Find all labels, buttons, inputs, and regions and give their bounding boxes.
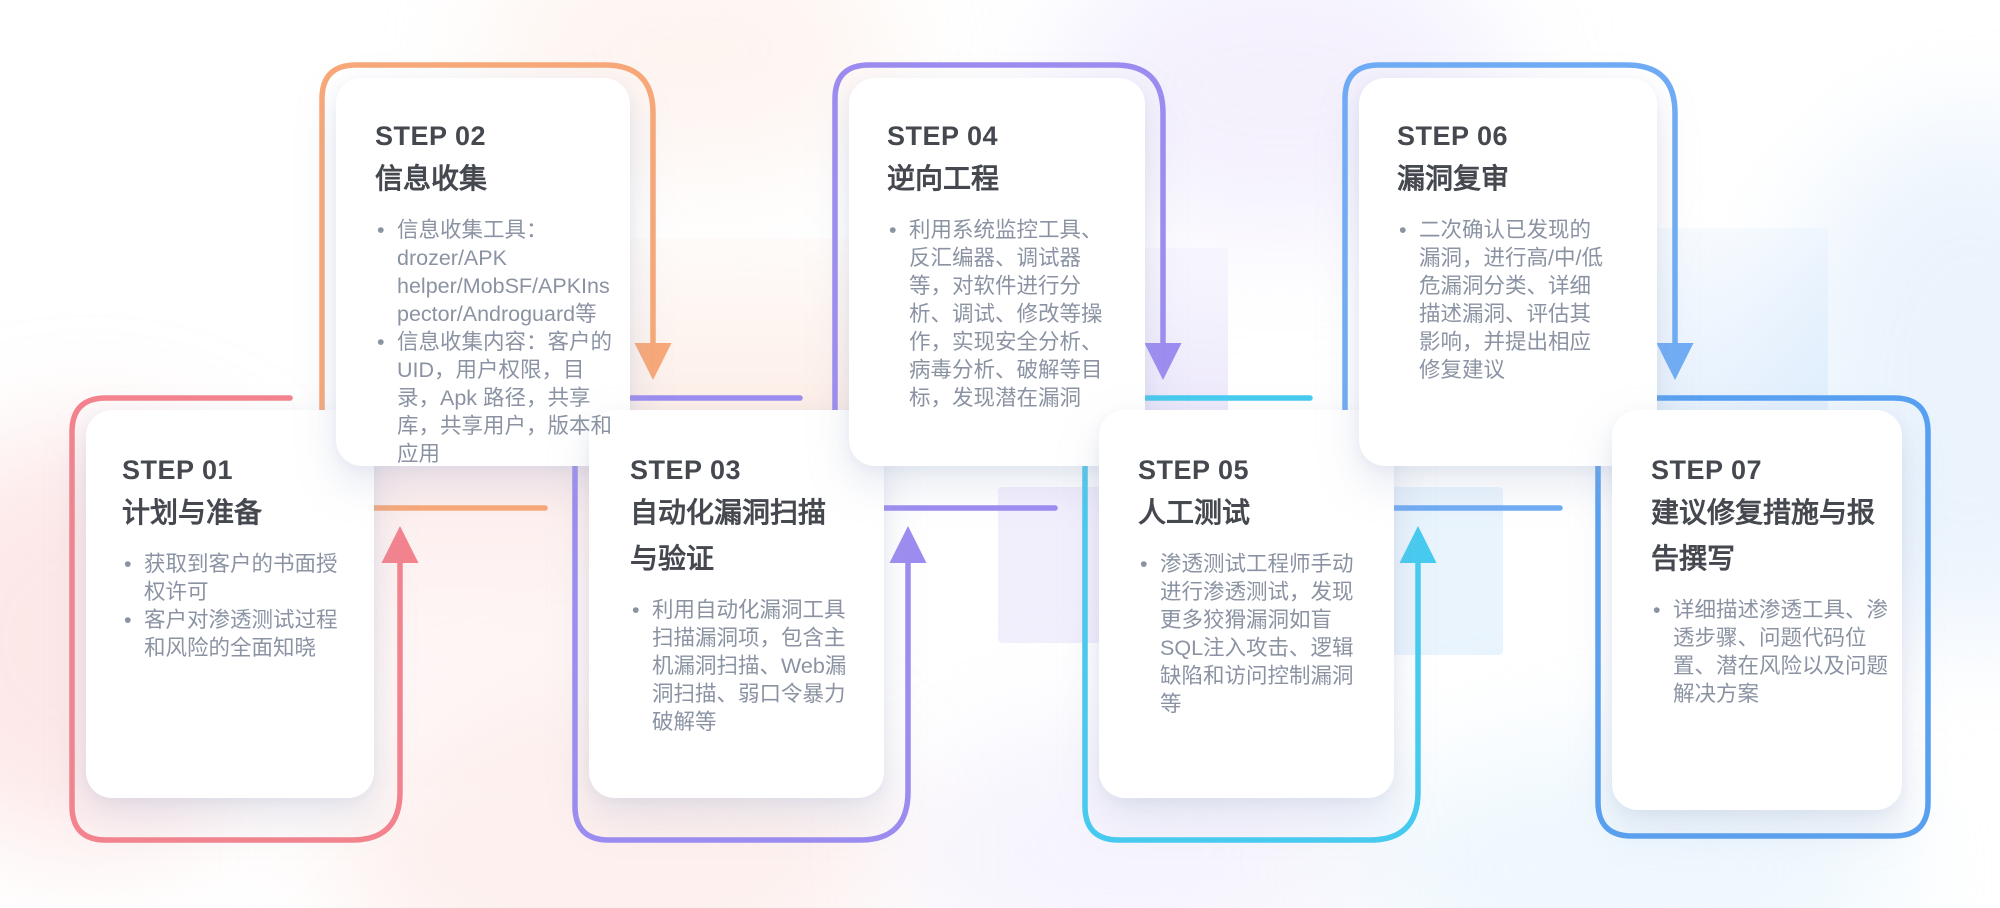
bullet-item: 利用系统监控工具、反汇编器、调试器等，对软件进行分析、调试、修改等操作，实现安全… [887, 216, 1117, 412]
step-04-label: STEP 04 [887, 121, 999, 151]
step-07-bullet-list: 详细描述渗透工具、渗透步骤、问题代码位置、潜在风险以及问题解决方案 [1651, 596, 1896, 708]
step-02-card: STEP 02 信息收集 信息收集工具：drozer/APK helper/Mo… [375, 118, 617, 468]
bullet-item: 详细描述渗透工具、渗透步骤、问题代码位置、潜在风险以及问题解决方案 [1651, 596, 1896, 708]
step-01-title: 计划与准备 [122, 497, 263, 528]
step-06-title: 漏洞复审 [1397, 163, 1510, 194]
step-01-card: STEP 01 计划与准备 获取到客户的书面授权许可客户对渗透测试过程和风险的全… [122, 452, 352, 662]
arrow-up-icon [381, 526, 419, 563]
arrow-down-icon [1656, 343, 1694, 380]
step-07-label: STEP 07 [1651, 455, 1763, 485]
step-05-title: 人工测试 [1138, 497, 1251, 528]
arrow-down-icon [1144, 343, 1182, 380]
step-02-label: STEP 02 [375, 121, 487, 151]
bullet-item: 获取到客户的书面授权许可 [122, 550, 352, 606]
step-04-bullet-list: 利用系统监控工具、反汇编器、调试器等，对软件进行分析、调试、修改等操作，实现安全… [887, 216, 1117, 412]
step-01-label: STEP 01 [122, 455, 234, 485]
step-01-border-connector [69, 395, 403, 843]
bullet-item: 信息收集工具：drozer/APK helper/MobSF/APKInspec… [375, 216, 617, 328]
bullet-item: 利用自动化漏洞工具扫描漏洞项，包含主机漏洞扫描、Web漏洞扫描、弱口令暴力破解等 [630, 596, 862, 736]
step-05-card: STEP 05 人工测试 渗透测试工程师手动进行渗透测试，发现更多狡猾漏洞如盲S… [1138, 452, 1370, 718]
step-05-bullet-list: 渗透测试工程师手动进行渗透测试，发现更多狡猾漏洞如盲SQL注入攻击、逻辑缺陷和访… [1138, 550, 1370, 718]
bullet-item: 二次确认已发现的漏洞，进行高/中/低危漏洞分类、详细描述漏洞、评估其影响，并提出… [1397, 216, 1609, 384]
step-02-bullet-list: 信息收集工具：drozer/APK helper/MobSF/APKInspec… [375, 216, 617, 468]
arrow-down-icon [634, 343, 672, 380]
step-05-label: STEP 05 [1138, 455, 1250, 485]
bullet-item: 信息收集内容：客户的UID，用户权限，目录，Apk 路径，共享库，共享用户，版本… [375, 328, 617, 468]
step-07-card: STEP 07 建议修复措施与报告撰写 详细描述渗透工具、渗透步骤、问题代码位置… [1651, 452, 1896, 708]
bullet-item: 渗透测试工程师手动进行渗透测试，发现更多狡猾漏洞如盲SQL注入攻击、逻辑缺陷和访… [1138, 550, 1370, 718]
arrow-up-icon [1399, 526, 1437, 563]
step-01-bullet-list: 获取到客户的书面授权许可客户对渗透测试过程和风险的全面知晓 [122, 550, 352, 662]
step-06-card: STEP 06 漏洞复审 二次确认已发现的漏洞，进行高/中/低危漏洞分类、详细描… [1397, 118, 1609, 384]
step-02-title: 信息收集 [375, 163, 488, 194]
step-03-label: STEP 03 [630, 455, 742, 485]
step-04-title: 逆向工程 [887, 163, 1000, 194]
step-06-label: STEP 06 [1397, 121, 1509, 151]
arrow-up-icon [889, 526, 927, 563]
step-04-card: STEP 04 逆向工程 利用系统监控工具、反汇编器、调试器等，对软件进行分析、… [887, 118, 1117, 412]
step-03-title: 自动化漏洞扫描与验证 [630, 497, 827, 574]
step-07-title: 建议修复措施与报告撰写 [1651, 497, 1876, 574]
step-06-bullet-list: 二次确认已发现的漏洞，进行高/中/低危漏洞分类、详细描述漏洞、评估其影响，并提出… [1397, 216, 1609, 384]
step-03-card: STEP 03 自动化漏洞扫描与验证 利用自动化漏洞工具扫描漏洞项，包含主机漏洞… [630, 452, 862, 736]
step-03-bullet-list: 利用自动化漏洞工具扫描漏洞项，包含主机漏洞扫描、Web漏洞扫描、弱口令暴力破解等 [630, 596, 862, 736]
bullet-item: 客户对渗透测试过程和风险的全面知晓 [122, 606, 352, 662]
